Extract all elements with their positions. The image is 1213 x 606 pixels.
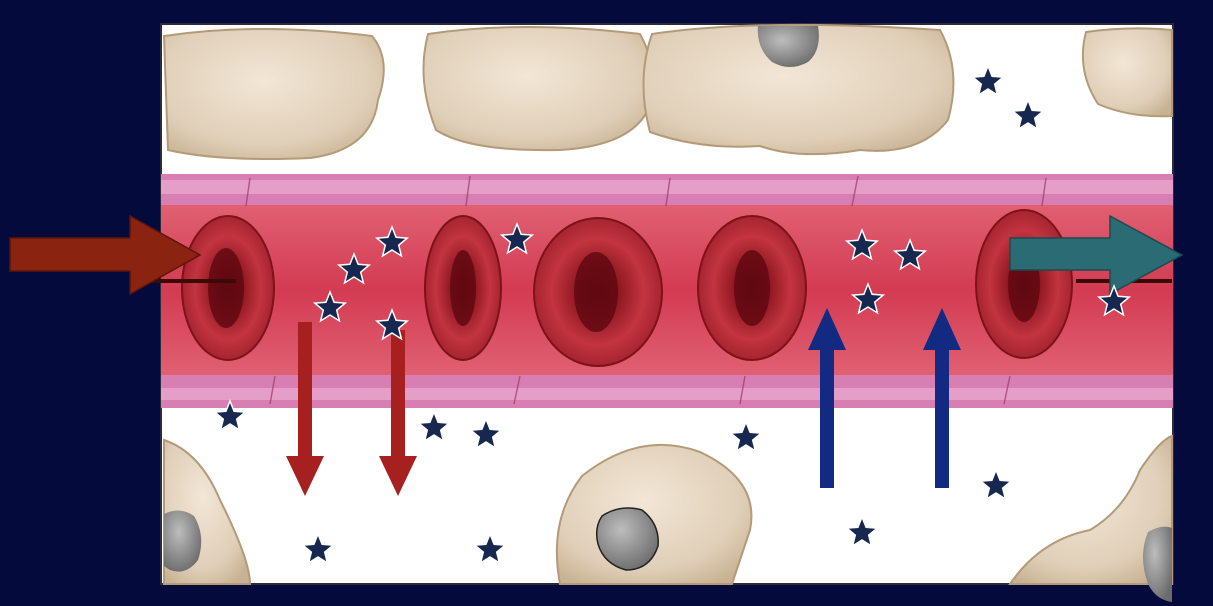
blob-icon <box>1143 527 1172 602</box>
tissue-cell <box>164 29 384 159</box>
capillary-wall-highlight <box>161 180 1173 194</box>
tissue-cell <box>424 27 653 150</box>
red-blood-cell <box>534 218 662 366</box>
red-blood-cell <box>698 216 806 360</box>
red-blood-cell <box>182 216 274 360</box>
tissue-cell <box>1083 28 1172 116</box>
red-blood-cell <box>976 210 1072 358</box>
red-blood-cell <box>425 216 501 360</box>
capillary-wall-highlight <box>161 388 1173 400</box>
blob-icon <box>164 510 201 571</box>
